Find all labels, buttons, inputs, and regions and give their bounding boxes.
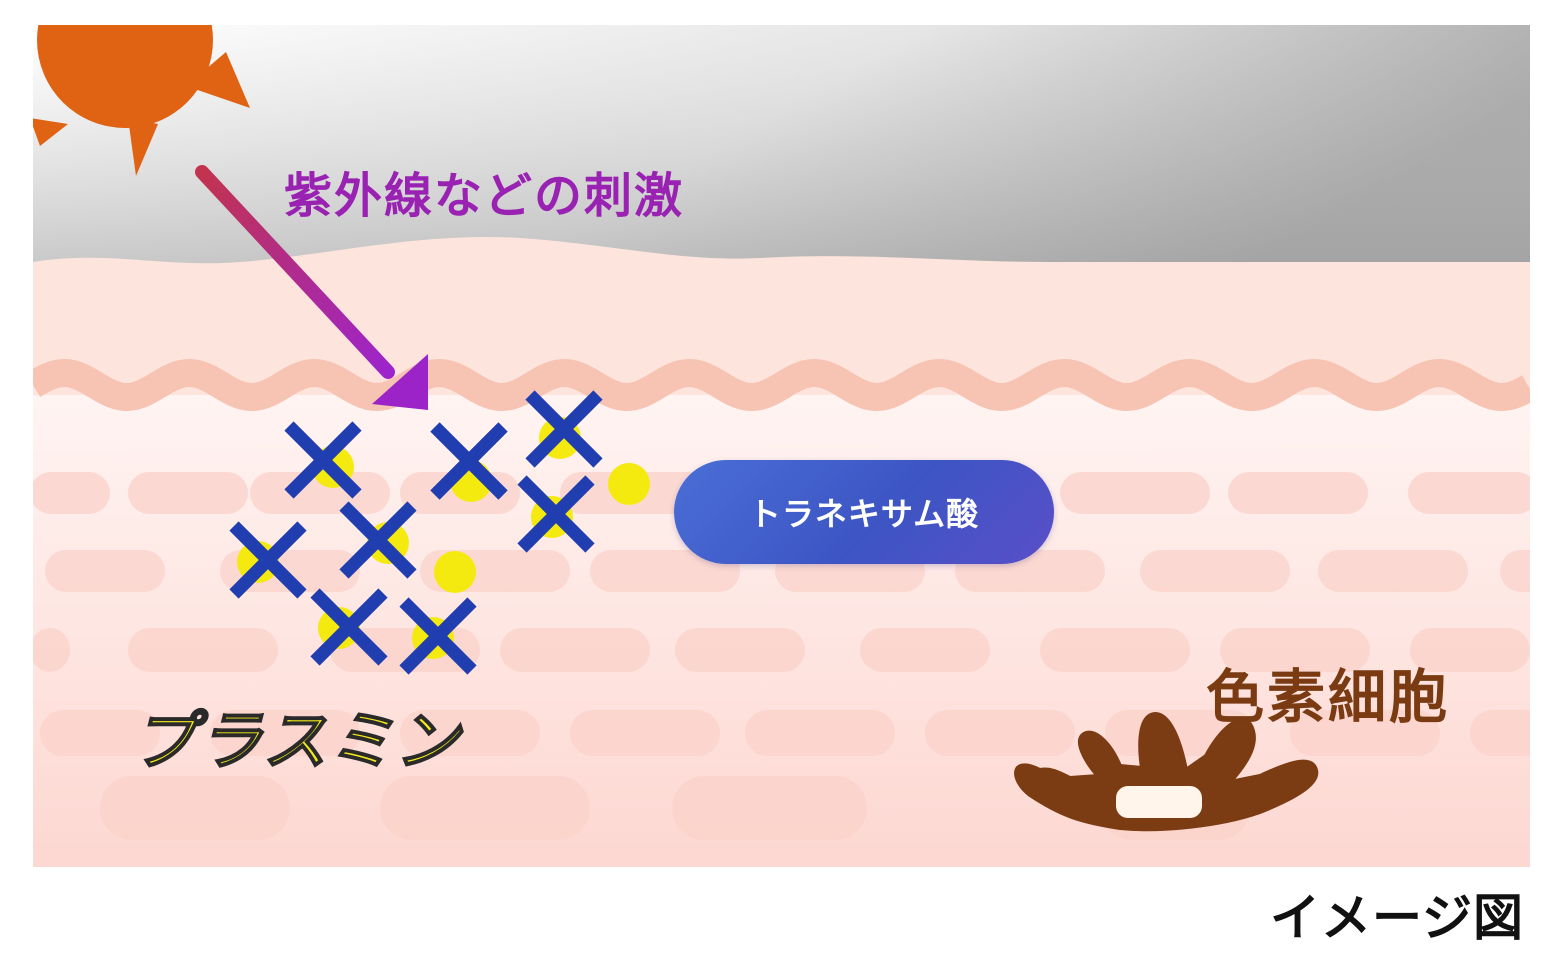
skin-cell-blob <box>570 710 720 756</box>
skin-cell-blob <box>400 710 540 756</box>
skin-cell-blob <box>33 628 70 672</box>
tranexamic-acid-label: トラネキサム酸 <box>748 495 980 533</box>
skin-cell-blob <box>45 550 165 592</box>
image-caption: イメージ図 <box>1270 889 1524 947</box>
skin-cell-blob <box>100 776 290 840</box>
skin-cell-blob <box>1500 550 1530 592</box>
cross-mark-icon <box>339 501 417 579</box>
skin-cell-blob <box>1140 550 1290 592</box>
skin-cell-blob <box>1060 472 1210 514</box>
skin-cell-blob <box>128 628 278 672</box>
skin-cell-blob <box>380 776 590 840</box>
skin-cell-blob <box>745 710 895 756</box>
skin-cell-blob <box>1318 550 1468 592</box>
skin-cell-blob <box>1408 472 1530 514</box>
sun-icon <box>33 25 250 176</box>
basal-layer-band <box>33 359 1530 411</box>
skin-cell-blob <box>1220 628 1370 672</box>
tranexamic-acid-badge: トラネキサム酸 <box>674 460 1054 564</box>
cross-mark-icon <box>525 390 603 468</box>
skin-cell-blob <box>128 472 248 514</box>
cross-mark-icon <box>310 588 388 666</box>
epidermis-layer <box>33 237 1530 395</box>
skin-cell-blob <box>250 472 390 514</box>
skin-cell-blob <box>1228 472 1368 514</box>
stimulus-label: 紫外線などの刺激 <box>284 168 685 224</box>
arrow-down-right-icon <box>195 165 428 410</box>
skin-cell-blob <box>1470 710 1530 756</box>
skin-cell-blob <box>590 550 740 592</box>
skin-cell-blob <box>672 776 867 840</box>
cross-mark-icon <box>284 421 362 499</box>
plasmin-cluster <box>229 390 650 675</box>
melanocyte-label: 色素細胞 <box>1206 663 1451 731</box>
skin-cell-blob <box>1290 710 1440 756</box>
skin-cell-blob <box>33 472 110 514</box>
melanocyte-nucleus <box>1116 786 1202 818</box>
cross-mark-icon <box>229 521 307 599</box>
skin-cell-blob <box>860 628 990 672</box>
plasmin-label: プラスミン <box>131 704 461 780</box>
skin-cell-blob <box>675 628 805 672</box>
skin-cell-blob <box>925 710 1075 756</box>
melanocyte-icon <box>1014 712 1319 832</box>
cross-mark-icon <box>517 475 595 553</box>
cross-mark-icon <box>430 422 508 500</box>
dot-icon <box>608 463 650 505</box>
skin-cell-blob <box>1040 628 1190 672</box>
skin-cell-blob <box>40 710 160 756</box>
skin-cell-blob <box>210 710 360 756</box>
skin-cell-blob <box>500 628 650 672</box>
dot-icon <box>434 551 476 593</box>
skin-cell-blob <box>1410 628 1530 672</box>
sky-shade <box>33 25 1530 285</box>
cross-mark-icon <box>399 597 477 675</box>
